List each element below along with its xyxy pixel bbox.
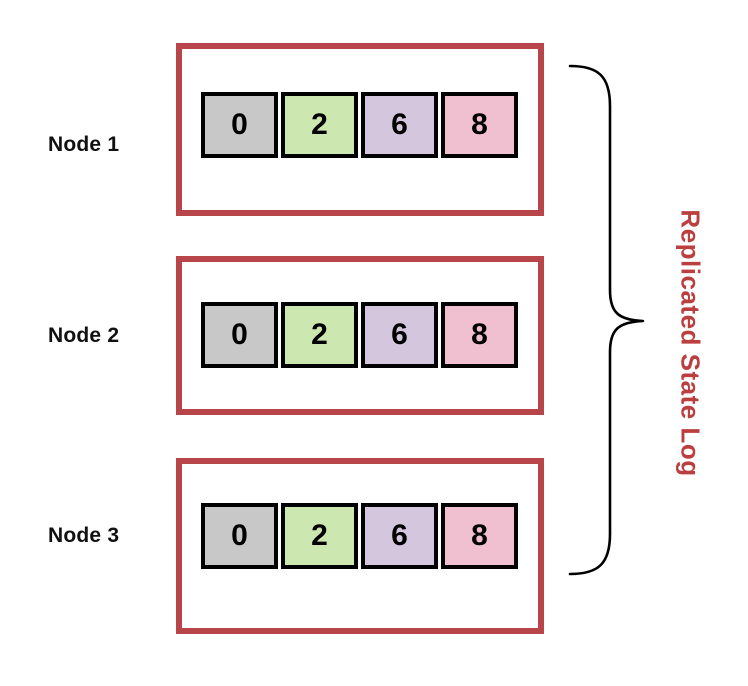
log-entry-cell: 2 — [281, 302, 358, 368]
log-entry-value: 0 — [231, 519, 248, 552]
log-entry-value: 6 — [391, 108, 408, 141]
log-strip-3: 0 2 6 8 — [201, 503, 518, 569]
grouping-brace — [560, 50, 655, 590]
log-entry-cell: 0 — [201, 503, 278, 569]
log-entry-value: 8 — [471, 519, 488, 552]
log-entry-value: 8 — [471, 318, 488, 351]
log-entry-value: 6 — [391, 318, 408, 351]
log-entry-cell: 8 — [441, 302, 518, 368]
log-entry-cell: 6 — [361, 302, 438, 368]
node-label-1: Node 1 — [48, 133, 120, 156]
log-entry-cell: 8 — [441, 92, 518, 158]
log-entry-cell: 6 — [361, 503, 438, 569]
side-caption-replicated-state-log: Replicated State Log — [675, 209, 706, 477]
log-entry-cell: 0 — [201, 302, 278, 368]
log-entry-cell: 8 — [441, 503, 518, 569]
log-entry-value: 8 — [471, 108, 488, 141]
node-label-3: Node 3 — [48, 524, 120, 547]
log-entry-value: 2 — [311, 318, 328, 351]
log-strip-1: 0 2 6 8 — [201, 92, 518, 158]
node-label-2: Node 2 — [48, 324, 120, 347]
log-entry-value: 0 — [231, 318, 248, 351]
log-entry-cell: 6 — [361, 92, 438, 158]
log-entry-cell: 2 — [281, 503, 358, 569]
log-entry-value: 0 — [231, 108, 248, 141]
log-strip-2: 0 2 6 8 — [201, 302, 518, 368]
log-entry-value: 2 — [311, 519, 328, 552]
log-entry-cell: 0 — [201, 92, 278, 158]
log-entry-cell: 2 — [281, 92, 358, 158]
curly-brace-icon — [568, 64, 645, 576]
log-entry-value: 6 — [391, 519, 408, 552]
log-entry-value: 2 — [311, 108, 328, 141]
